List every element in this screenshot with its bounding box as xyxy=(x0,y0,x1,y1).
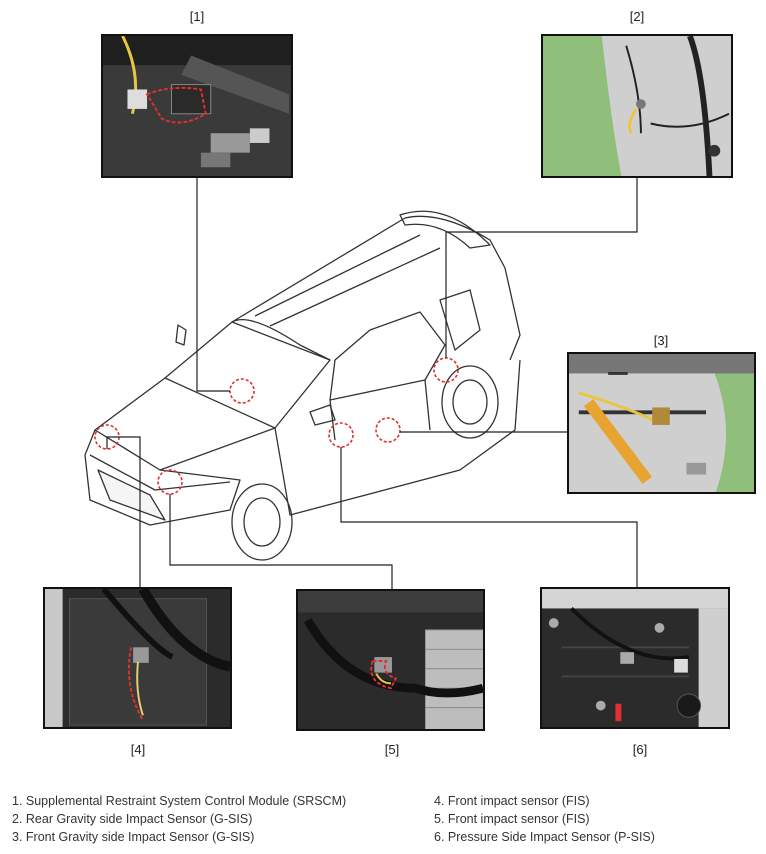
legend-item-4: 4. Front impact sensor (FIS) xyxy=(434,794,590,808)
marker-3 xyxy=(375,417,401,443)
leader-lines xyxy=(106,177,638,590)
callout-label-6: [6] xyxy=(632,742,648,757)
legend-item-3: 3. Front Gravity side Impact Sensor (G-S… xyxy=(12,830,255,844)
leader-5 xyxy=(169,494,393,590)
callout-label-4: [4] xyxy=(130,742,146,757)
legend-item-5: 5. Front impact sensor (FIS) xyxy=(434,812,590,826)
marker-5 xyxy=(157,469,183,495)
callout-label-2: [2] xyxy=(629,9,645,24)
car-outline xyxy=(84,210,521,561)
leader-6 xyxy=(340,447,638,588)
photo-psis xyxy=(540,587,730,729)
legend: 1. Supplemental Restraint System Control… xyxy=(0,790,766,854)
photo-fis-left xyxy=(43,587,232,729)
marker-6 xyxy=(328,422,354,448)
leader-4 xyxy=(106,436,141,588)
photo-srscm xyxy=(101,34,293,178)
legend-item-1: 1. Supplemental Restraint System Control… xyxy=(12,794,347,808)
callout-label-5: [5] xyxy=(384,742,400,757)
leader-1 xyxy=(196,177,230,392)
callout-label-1: [1] xyxy=(189,9,205,24)
photo-front-gsis xyxy=(567,352,756,494)
photo-rear-gsis xyxy=(541,34,733,178)
car-diagram xyxy=(84,177,638,590)
marker-2 xyxy=(433,357,459,383)
legend-item-2: 2. Rear Gravity side Impact Sensor (G-SI… xyxy=(12,812,253,826)
marker-1 xyxy=(229,378,255,404)
photo-fis-right xyxy=(296,589,485,731)
leader-2 xyxy=(445,177,638,358)
sensor-location-diagram: [1] [2] [3] [4] [5] [6] xyxy=(43,9,756,757)
callout-label-3: [3] xyxy=(653,333,669,348)
legend-item-6: 6. Pressure Side Impact Sensor (P-SIS) xyxy=(434,830,655,844)
